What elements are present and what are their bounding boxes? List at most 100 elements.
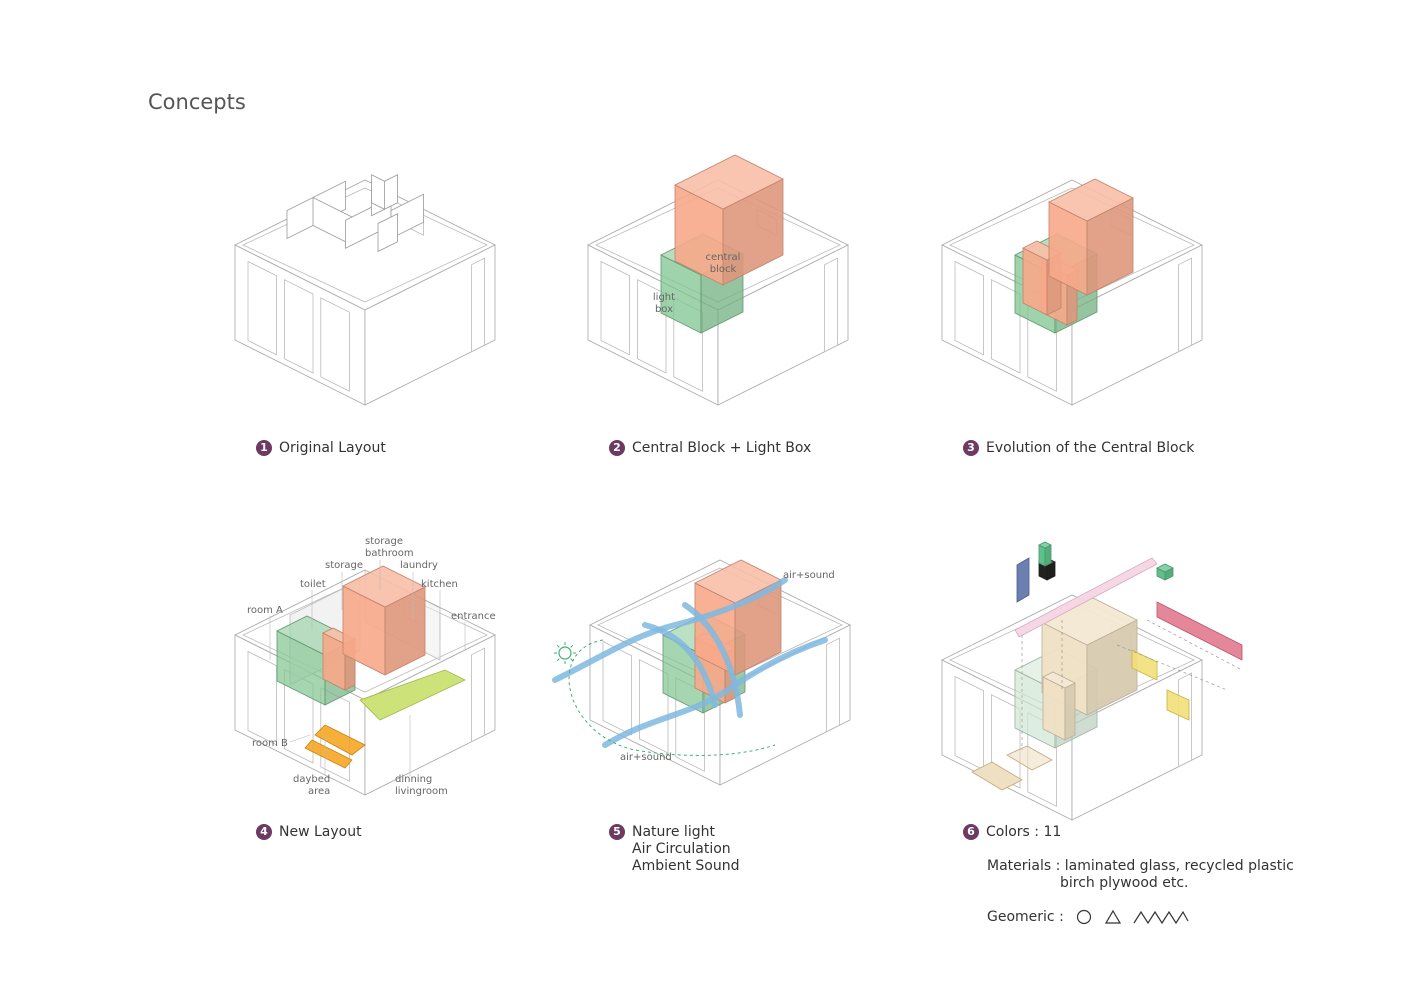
window bbox=[954, 260, 984, 356]
room-label-room-a: room A bbox=[247, 605, 283, 616]
window bbox=[247, 260, 277, 356]
geometric-label: Geomeric : bbox=[987, 909, 1064, 925]
materials-line-1: laminated glass, recycled plastic bbox=[1064, 858, 1294, 874]
page-title: Concepts bbox=[148, 90, 246, 114]
room-label-storage-bathroom-2: bathroom bbox=[365, 548, 414, 559]
diagram-air-circulation: air+sound air+sound bbox=[552, 559, 851, 786]
window bbox=[284, 279, 314, 374]
caption-5-line-3: Ambient Sound bbox=[632, 858, 740, 874]
inner-wall bbox=[242, 577, 488, 693]
right-face bbox=[717, 244, 849, 406]
badge-6: 6 bbox=[963, 824, 979, 840]
green-steps-top bbox=[1156, 563, 1174, 573]
daybed-floor-2 bbox=[304, 739, 353, 769]
plywood-plate-2 bbox=[1006, 745, 1053, 771]
evolved-block-main-top bbox=[1048, 178, 1134, 222]
green-prism-left bbox=[1038, 544, 1046, 567]
triangle-icon bbox=[1104, 909, 1121, 924]
materials-block: Materials : laminated glass, recycled pl… bbox=[987, 858, 1294, 892]
diagram-colors-materials bbox=[941, 541, 1243, 821]
window bbox=[247, 650, 277, 746]
caption-3: 3 Evolution of the Central Block bbox=[963, 440, 1194, 457]
caption-4-text: New Layout bbox=[279, 824, 362, 840]
central-block-label: block bbox=[710, 264, 737, 275]
light-box-label: box bbox=[655, 304, 673, 315]
room-label-toilet: toilet bbox=[300, 579, 326, 590]
sun-ray bbox=[556, 658, 560, 662]
caption-1: 1 Original Layout bbox=[256, 440, 386, 457]
door bbox=[1178, 257, 1193, 353]
right-face bbox=[364, 634, 496, 796]
door bbox=[471, 647, 486, 743]
light-box-label: light bbox=[653, 292, 675, 303]
room-label-dinning: dinning bbox=[395, 774, 432, 785]
diagram-original-layout bbox=[234, 174, 496, 406]
room-label-area: area bbox=[308, 786, 330, 797]
caption-1-text: Original Layout bbox=[279, 440, 386, 456]
plywood-small-top bbox=[1042, 671, 1076, 689]
caption-5-line-1: Nature light bbox=[632, 824, 715, 840]
window bbox=[602, 640, 632, 736]
block-main-top bbox=[342, 565, 426, 608]
right-face bbox=[1071, 244, 1203, 406]
central-block-top bbox=[674, 154, 784, 210]
blue-panel bbox=[1016, 557, 1030, 603]
diagram-evolution bbox=[941, 178, 1203, 406]
plywood-small-right bbox=[1064, 682, 1076, 741]
room-label-storage-bathroom: storage bbox=[365, 536, 403, 547]
caption-6-text: Colors : 11 bbox=[986, 824, 1062, 840]
caption-6: 6 Colors : 11 bbox=[963, 824, 1061, 841]
daybed-floor bbox=[314, 724, 366, 756]
room-label-storage: storage bbox=[325, 560, 363, 571]
pink-beam bbox=[1014, 557, 1158, 638]
central-block-label: central bbox=[706, 252, 741, 263]
projection-line bbox=[1116, 644, 1228, 691]
window bbox=[639, 659, 669, 754]
badge-2: 2 bbox=[609, 440, 625, 456]
zigzag-icon bbox=[1133, 910, 1189, 925]
circle-icon bbox=[1077, 909, 1092, 925]
air-flow-path bbox=[552, 577, 788, 683]
air-sound-label-bottom: air+sound bbox=[620, 752, 672, 763]
materials-line-2: birch plywood etc. bbox=[1060, 875, 1189, 891]
sun-icon bbox=[558, 646, 572, 660]
room-label-entrance: entrance bbox=[451, 611, 496, 622]
door bbox=[1178, 672, 1193, 768]
partition-wall bbox=[377, 213, 398, 253]
green-prism-right bbox=[1044, 544, 1052, 567]
door bbox=[471, 257, 486, 353]
partition-wall bbox=[390, 193, 424, 240]
door bbox=[826, 637, 841, 733]
room-label-livingroom: livingroom bbox=[395, 786, 448, 797]
yellow-grid-2 bbox=[1166, 689, 1190, 721]
room-label-daybed: daybed bbox=[293, 774, 330, 785]
badge-5: 5 bbox=[609, 824, 625, 840]
yellow-grid bbox=[1131, 649, 1158, 681]
sun-ray bbox=[570, 658, 574, 662]
room-label-room-b: room B bbox=[252, 738, 288, 749]
badge-1: 1 bbox=[256, 440, 272, 456]
dining-floor bbox=[359, 669, 466, 721]
red-strip bbox=[1156, 601, 1243, 661]
geometric-block: Geomeric : bbox=[987, 909, 1189, 925]
leader-line bbox=[289, 734, 311, 743]
badge-3: 3 bbox=[963, 440, 979, 456]
air-flow-path bbox=[642, 622, 718, 708]
plywood-plate bbox=[971, 761, 1023, 791]
caption-3-text: Evolution of the Central Block bbox=[986, 440, 1195, 456]
window bbox=[991, 694, 1021, 789]
green-prism-top bbox=[1038, 541, 1052, 549]
right-face bbox=[364, 244, 496, 406]
room-label-laundry: laundry bbox=[400, 560, 438, 571]
room-label-kitchen: kitchen bbox=[421, 579, 458, 590]
sun-ray bbox=[556, 644, 560, 648]
window bbox=[320, 297, 350, 392]
door bbox=[824, 257, 839, 353]
air-sound-label-top: air+sound bbox=[783, 570, 835, 581]
window bbox=[991, 279, 1021, 374]
